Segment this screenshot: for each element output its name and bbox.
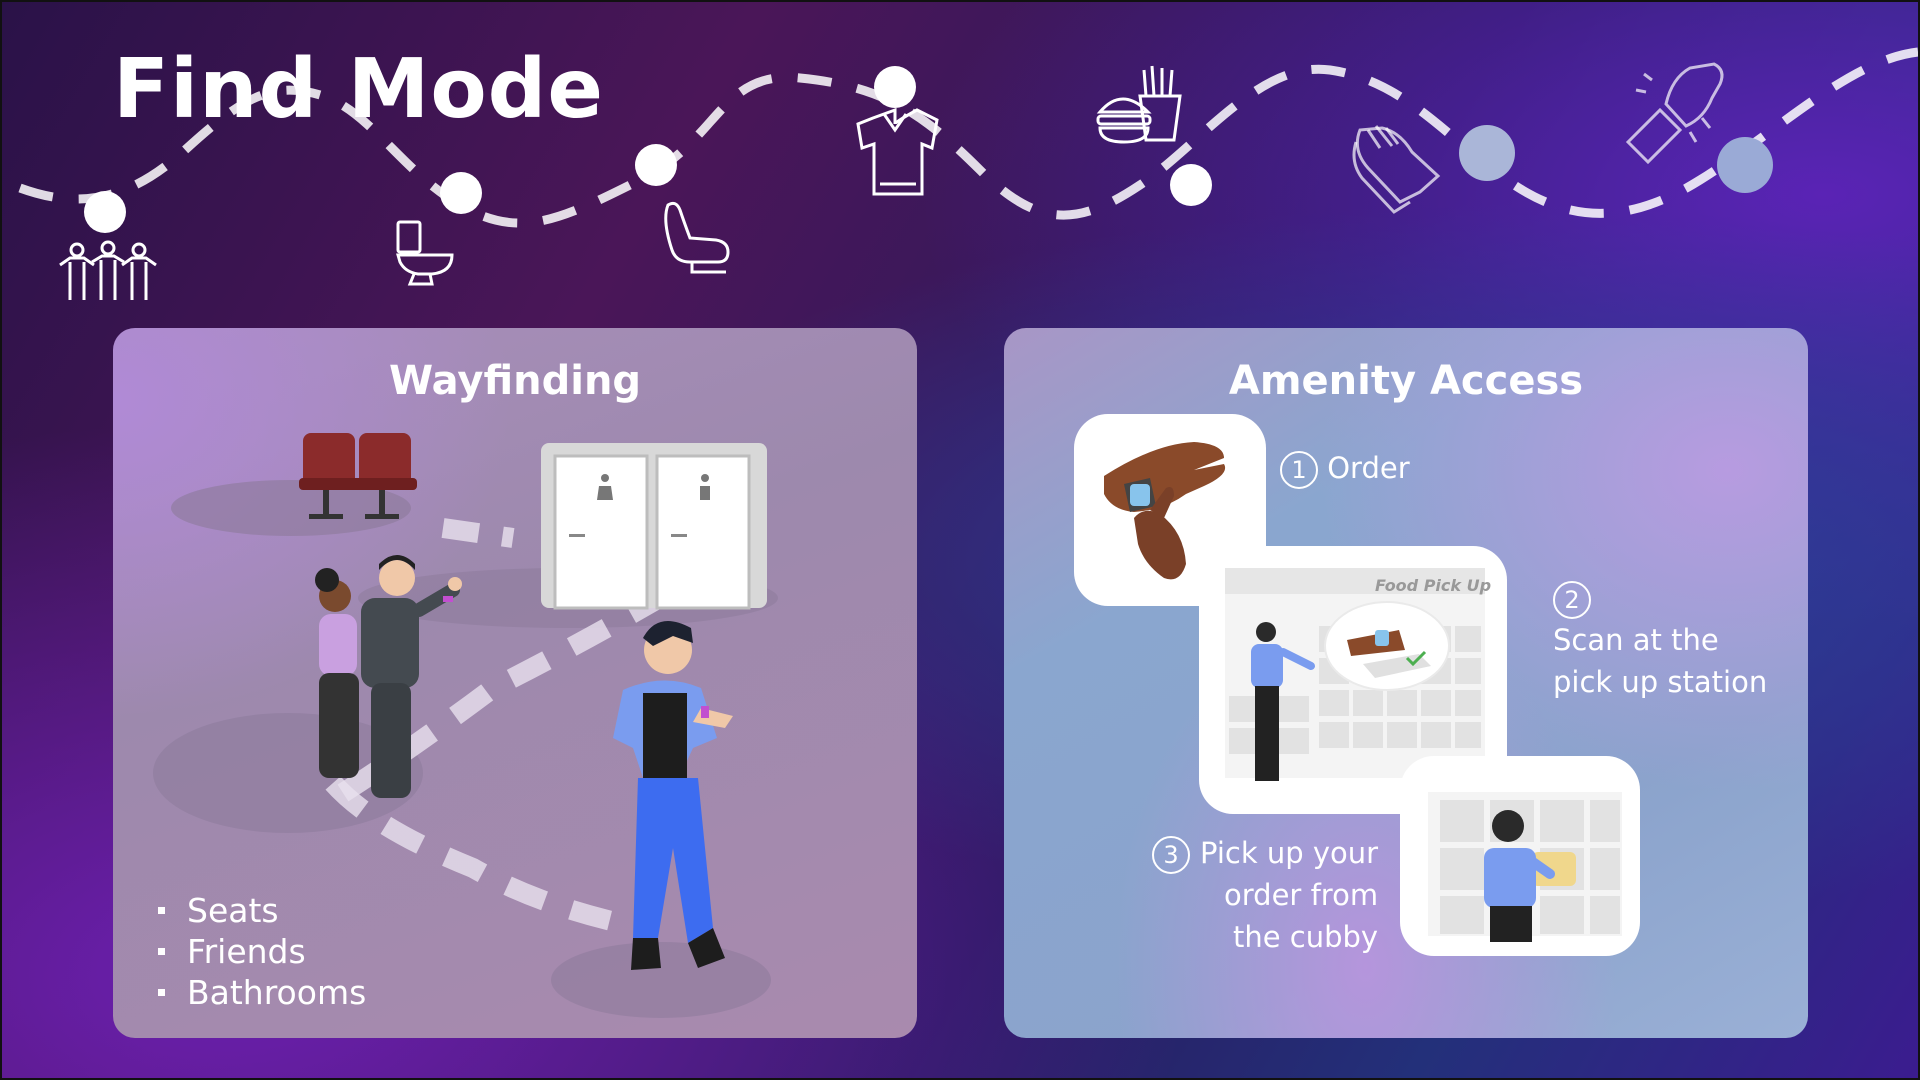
bathroom-illustration [541,443,767,610]
wayfinding-list: Seats Friends Bathrooms [158,890,366,1013]
seats-illustration [299,433,417,519]
step-number-badge: 1 [1280,451,1318,489]
list-item: Bathrooms [158,972,366,1013]
wayfinding-title: Wayfinding [388,358,642,404]
wayfinding-panel: Wayfinding [113,328,917,1038]
amenity-panel: Amenity Access [1004,328,1808,1038]
friends-illustration [315,555,462,798]
cubby-card [1400,756,1640,956]
seat-icon [664,201,730,274]
shirt-icon [856,107,939,196]
list-item: Seats [158,890,366,931]
group-icon [59,240,157,300]
step-number-badge: 2 [1553,581,1591,619]
food-pickup-sign: Food Pick Up [1375,576,1492,595]
watch-hand-illustration [1104,442,1226,580]
step-scan: 2 Scan at the pick up station [1553,577,1767,703]
cubby-illustration [1428,792,1622,942]
journey-path [18,47,1919,300]
hands-icon [1352,125,1441,214]
food-icon [1096,65,1182,144]
wayfinding-illustration [153,433,778,1018]
step-order: 1 Order [1280,447,1410,489]
pickup-station-illustration [1225,568,1485,781]
person-illustration [613,620,733,970]
wristband-icon [1625,62,1724,165]
step-number-badge: 3 [1152,836,1190,874]
amenity-title: Amenity Access [1228,358,1584,404]
toilet-icon [396,220,454,286]
list-item: Friends [158,931,366,972]
